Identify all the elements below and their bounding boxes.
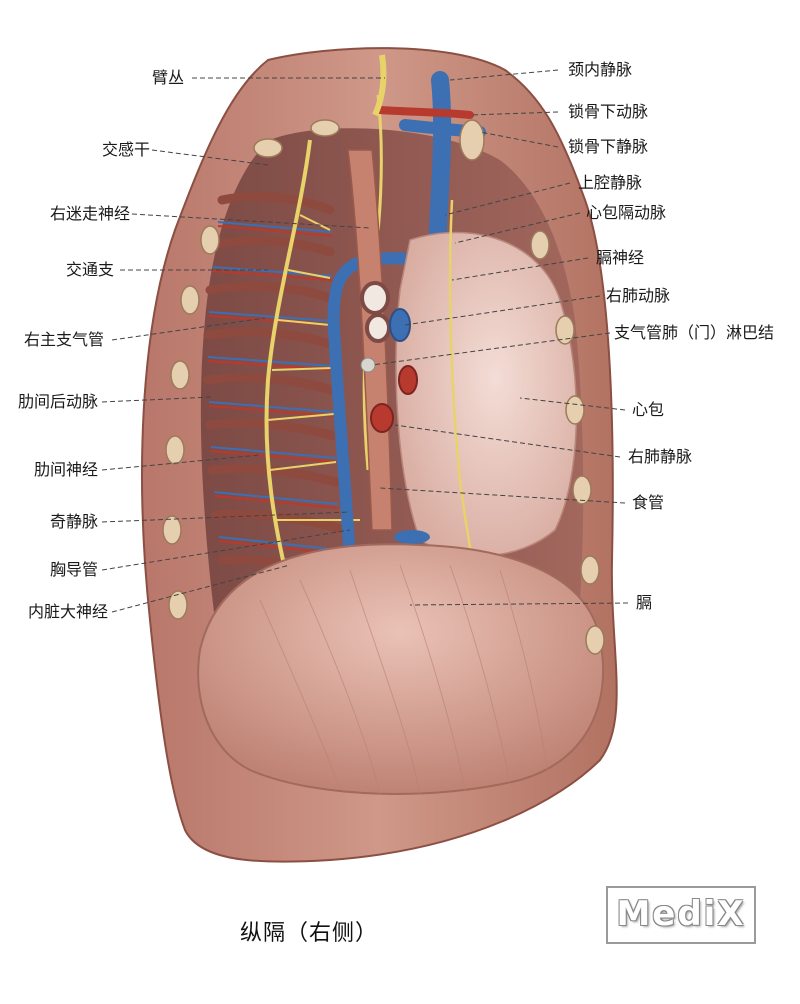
ivc-opening [394, 530, 430, 544]
azygos-vein-vessel [327, 252, 436, 566]
watermark-logo: MediX [606, 886, 756, 944]
label-sympathetic-trunk: 交感干 [101, 140, 150, 159]
label-right-pulmonary-artery: 右肺动脉 [606, 286, 671, 305]
esophagus-tube [347, 149, 393, 531]
label-phrenic-nerve: 膈神经 [596, 248, 645, 267]
hilum-vessels [360, 281, 418, 433]
label-right-vagus-nerve: 右迷走神经 [49, 204, 130, 223]
label-esophagus: 食管 [632, 493, 665, 512]
watermark-text: MediX [616, 894, 746, 934]
label-communicating-branch: 交通支 [65, 260, 114, 279]
label-right-main-bronchus: 右主支气管 [23, 330, 104, 349]
label-greater-splanchnic-nerve: 内脏大神经 [27, 602, 108, 621]
label-subclavian-artery: 锁骨下动脉 [568, 102, 649, 121]
diaphragm-dome [197, 543, 605, 795]
diaphragm-striations [259, 564, 549, 796]
label-pericardium: 心包 [632, 400, 665, 419]
leader-lines [101, 69, 629, 613]
figure-caption: 纵隔（右侧） [240, 921, 379, 946]
phrenic-nerve-line [448, 199, 474, 561]
label-internal-jugular-vein: 颈内静脉 [568, 60, 633, 79]
label-pericardiacophrenic-artery: 心包隔动脉 [586, 203, 667, 222]
label-right-pulmonary-veins: 右肺静脉 [628, 447, 693, 466]
pericardium-surface [395, 231, 578, 557]
label-diaphragm: 膈 [636, 593, 653, 612]
label-thoracic-duct: 胸导管 [49, 560, 98, 579]
label-brachial-plexus: 臂丛 [151, 68, 184, 87]
label-azygos-vein: 奇静脉 [49, 512, 98, 531]
brachial-plexus-nerve [372, 54, 387, 117]
rib-cross-sections [162, 119, 605, 655]
label-subclavian-vein: 锁骨下静脉 [568, 137, 649, 156]
label-superior-vena-cava: 上腔静脉 [578, 173, 643, 192]
label-intercostal-nerve: 肋间神经 [33, 460, 98, 479]
label-bronchopulmonary-lymph-nodes: 支气管肺（门）淋巴结 [614, 323, 775, 342]
sympathetic-trunk-nerve [264, 139, 312, 591]
subclavian-artery-vessel [376, 106, 474, 119]
label-posterior-intercostal-artery: 肋间后动脉 [17, 392, 98, 411]
